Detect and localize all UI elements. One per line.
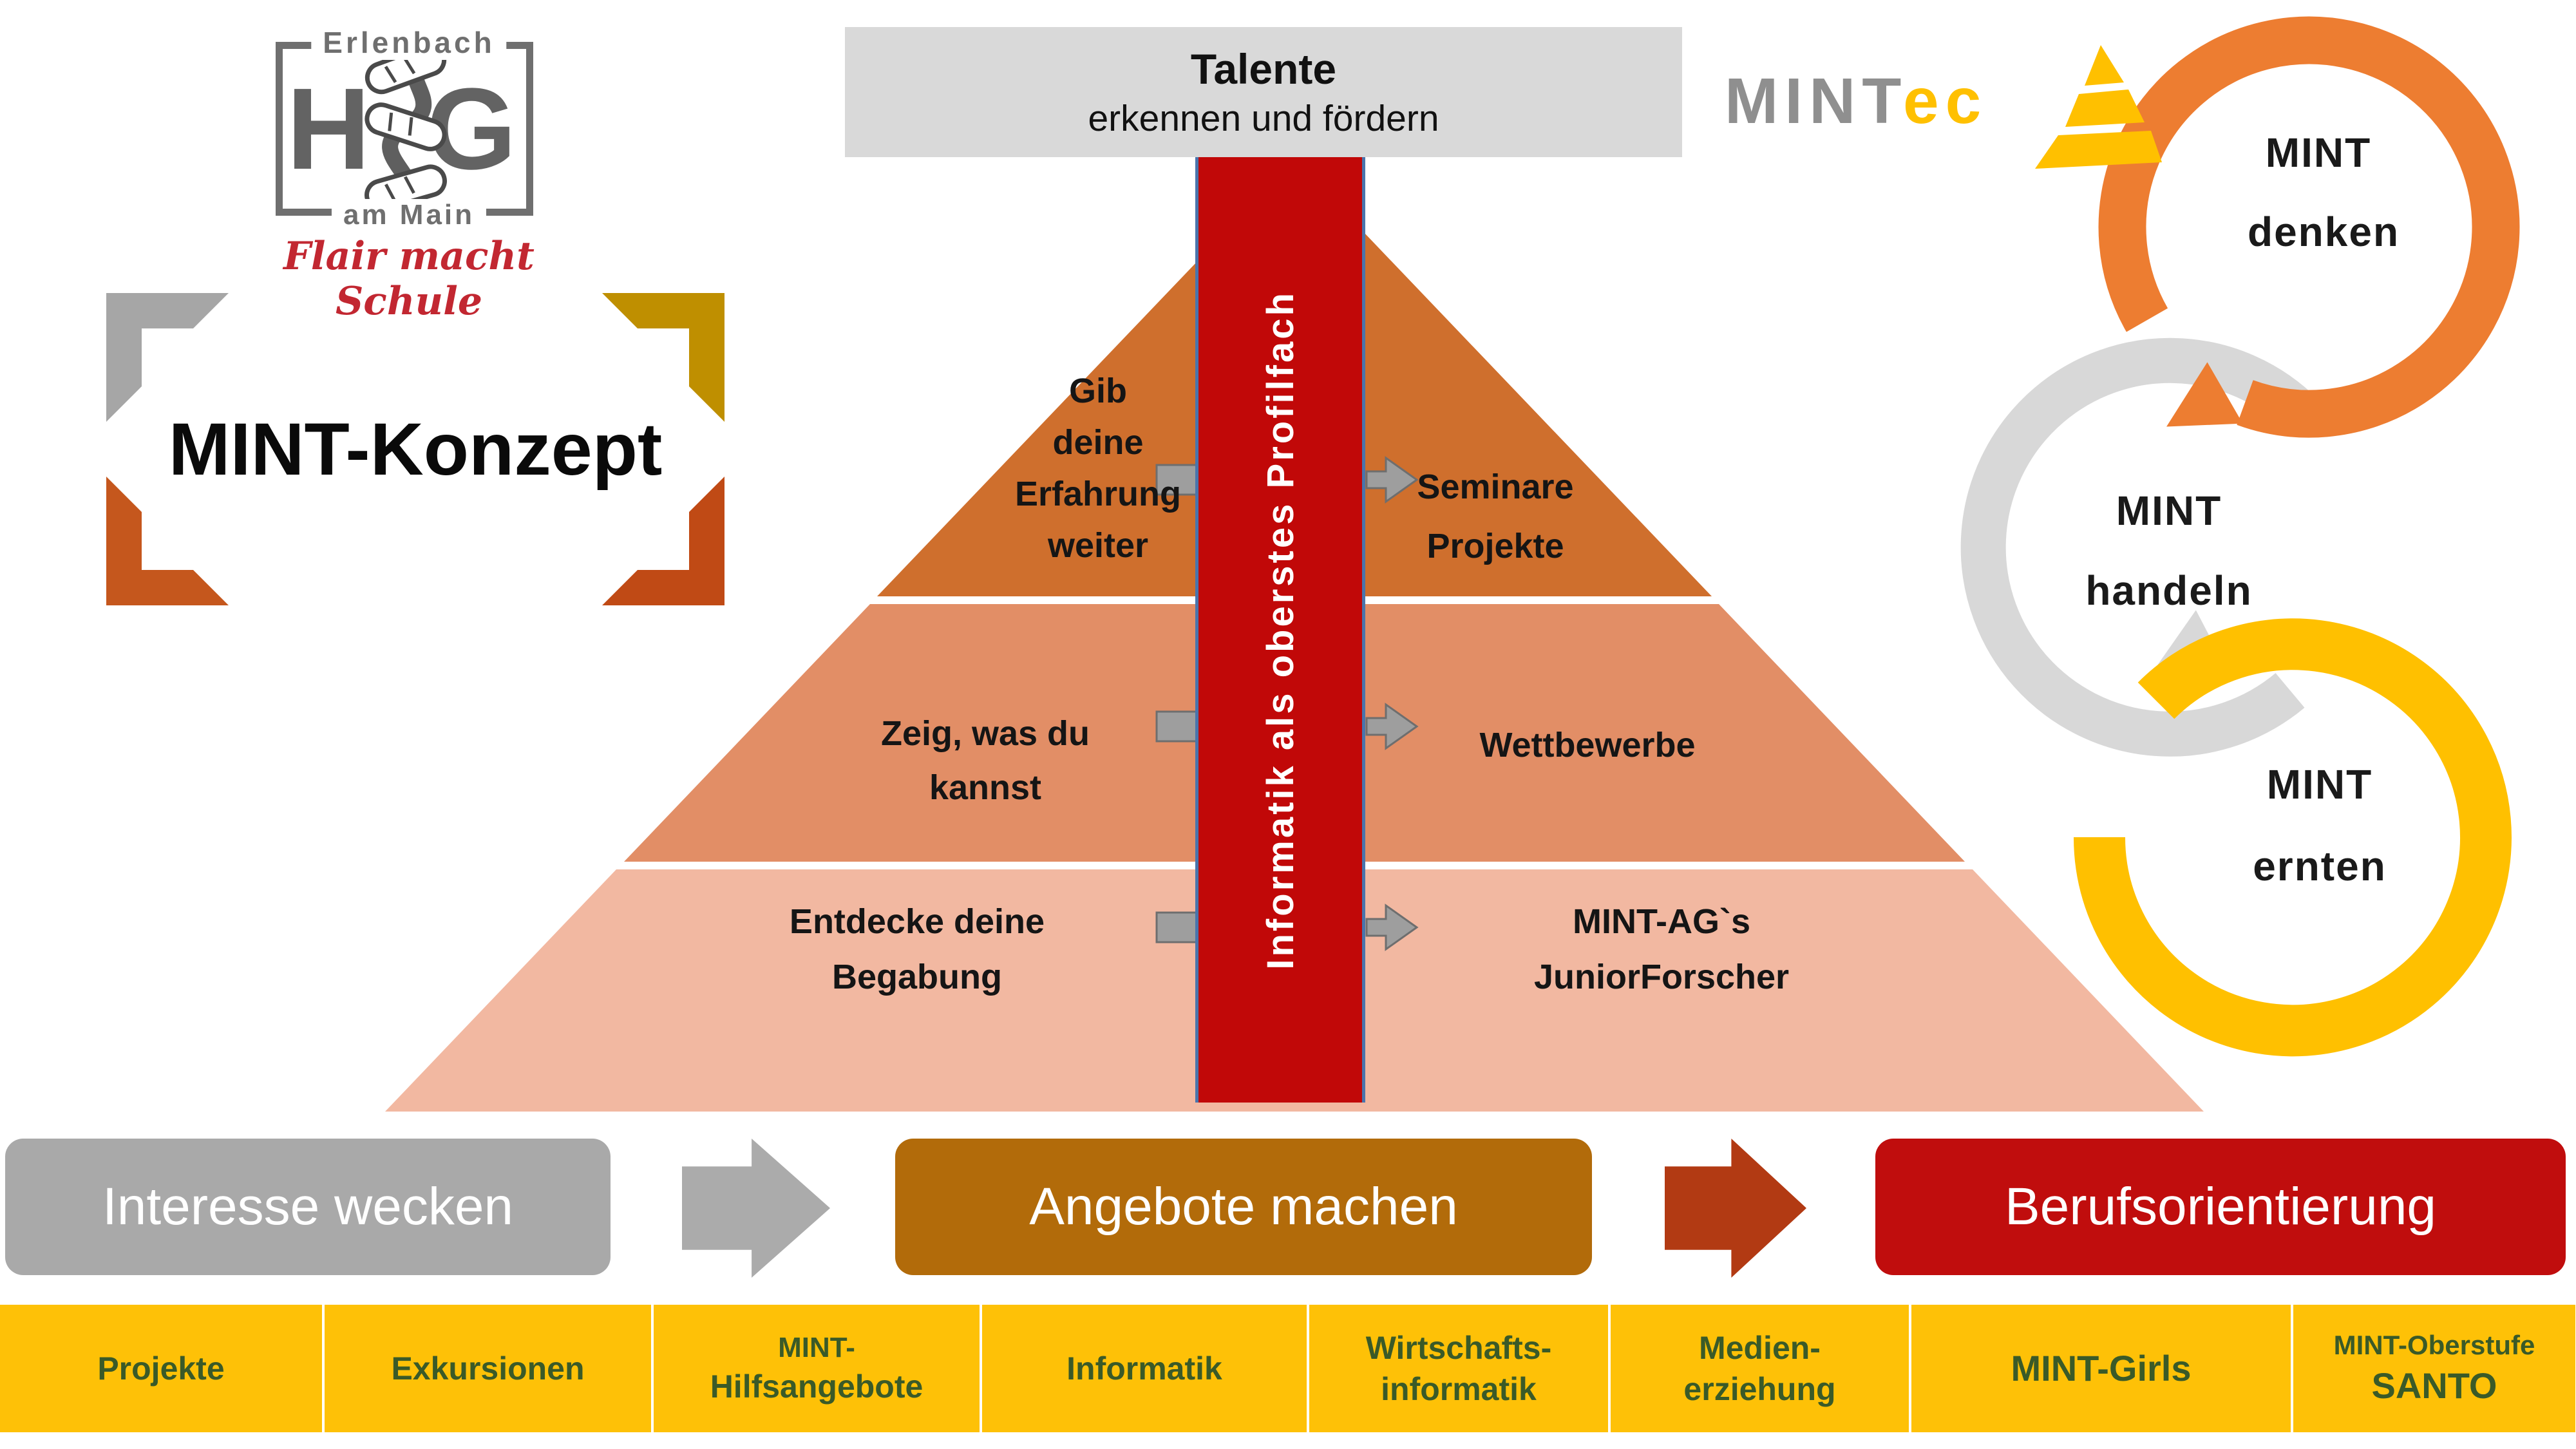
category-medienerziehung: Medien- erziehung xyxy=(1611,1305,1909,1432)
school-logo: H G Erlenbach am Main Flair macht Schule xyxy=(258,16,560,324)
cycle-denken-line2: denken xyxy=(2247,209,2400,255)
tier3-right-line: JuniorForscher xyxy=(1533,958,1790,996)
tier3-right-line: MINT-AG`s xyxy=(1573,902,1750,941)
process-step-interesse: Interesse wecken xyxy=(5,1139,611,1275)
tier3-left-label: Entdecke deine Begabung xyxy=(790,894,1045,1005)
category-label: Informatik xyxy=(1066,1350,1222,1387)
category-label: SANTO xyxy=(2371,1365,2497,1406)
tier2-left-line: Zeig, was du xyxy=(880,714,1090,753)
tier1-left-line: weiter xyxy=(1047,526,1149,565)
category-label: Hilfsangebote xyxy=(710,1368,923,1405)
banner-line1: Talente xyxy=(1190,45,1337,93)
mintec-logo-gray-part: MINT xyxy=(1725,65,1903,137)
tier2-right-line: Wettbewerbe xyxy=(1479,726,1696,764)
category-mint-girls: MINT-Girls xyxy=(1911,1305,2291,1432)
banner-line2: erkennen und fördern xyxy=(1088,98,1439,139)
connector-stub-icon xyxy=(1155,911,1198,943)
process-step-label: Angebote machen xyxy=(1029,1177,1458,1236)
category-label: Projekte xyxy=(97,1350,225,1387)
category-label: Medien- xyxy=(1699,1330,1821,1366)
category-projekte: Projekte xyxy=(0,1305,322,1432)
category-label: MINT-Oberstufe xyxy=(2333,1330,2535,1361)
tier2-right-label: Wettbewerbe xyxy=(1479,725,1695,765)
category-mint-oberstufe: MINT-Oberstufe SANTO xyxy=(2293,1305,2575,1432)
category-label: Wirtschafts- xyxy=(1365,1330,1552,1366)
school-logo-region-top: Erlenbach xyxy=(311,25,507,60)
concept-title-block: MINT-Konzept xyxy=(106,293,724,605)
cycle-handeln-line1: MINT xyxy=(2116,488,2222,534)
category-informatik: Informatik xyxy=(982,1305,1307,1432)
cycle-handeln-line2: handeln xyxy=(2085,567,2253,614)
school-logo-letter-h: H xyxy=(287,64,370,194)
connector-stub-icon xyxy=(1155,710,1198,743)
right-arrow-icon xyxy=(1365,904,1419,951)
right-arrow-icon xyxy=(1365,456,1419,504)
informatik-column: Informatik als oberstes Profilfach xyxy=(1195,157,1365,1103)
category-label: informatik xyxy=(1381,1371,1537,1407)
bracket-bottom-right-icon xyxy=(567,477,724,605)
ring-denken-arrowhead-icon xyxy=(2166,362,2243,427)
tier2-left-line: kannst xyxy=(929,768,1042,807)
dna-helix-icon xyxy=(365,37,448,223)
category-label: MINT- xyxy=(778,1331,855,1363)
tier1-right-label: Seminare Projekte xyxy=(1417,457,1573,576)
cycle-denken-line1: MINT xyxy=(2265,129,2372,176)
school-logo-region-bottom: am Main xyxy=(331,199,487,231)
talente-banner: Talente erkennen und fördern xyxy=(845,27,1682,157)
process-step-label: Interesse wecken xyxy=(102,1177,514,1236)
tier1-left-line: deine xyxy=(1052,423,1144,462)
bracket-top-right-icon xyxy=(567,293,724,422)
category-label: MINT-Girls xyxy=(2011,1348,2192,1389)
cycle-ernten-line2: ernten xyxy=(2253,843,2387,889)
tier3-left-line: Begabung xyxy=(831,958,1002,996)
category-mint-hilfsangebote: MINT- Hilfsangebote xyxy=(654,1305,980,1432)
page-title: MINT-Konzept xyxy=(168,408,663,491)
ring-ernten xyxy=(2074,618,2512,1057)
bracket-bottom-left-icon xyxy=(106,477,264,605)
connector-stub-icon xyxy=(1155,464,1198,496)
tier1-right-line: Projekte xyxy=(1426,527,1564,565)
school-logo-slogan: Flair macht Schule xyxy=(283,234,535,324)
process-step-label: Berufsorientierung xyxy=(2004,1177,2437,1236)
bracket-top-left-icon xyxy=(106,293,229,422)
tier1-left-line: Gib xyxy=(1068,372,1127,410)
mintec-pyramid-icon xyxy=(2035,45,2162,169)
cycle-ernten-line1: MINT xyxy=(2266,761,2373,808)
category-wirtschaftsinformatik: Wirtschafts- informatik xyxy=(1309,1305,1608,1432)
tier1-right-line: Seminare xyxy=(1417,468,1574,506)
tier3-right-label: MINT-AG`s JuniorForscher xyxy=(1534,894,1789,1005)
mintec-logo-yellow-part: ec xyxy=(1902,65,1988,137)
tier3-left-line: Entdecke deine xyxy=(789,902,1045,941)
category-row: Projekte Exkursionen MINT- Hilfsangebote… xyxy=(0,1305,2576,1432)
informatik-column-label: Informatik als oberstes Profilfach xyxy=(1259,290,1302,970)
category-exkursionen: Exkursionen xyxy=(325,1305,651,1432)
tier1-left-line: Erfahrung xyxy=(1014,475,1182,513)
process-step-angebote: Angebote machen xyxy=(895,1139,1592,1275)
mintec-logo: MINTec xyxy=(1725,64,1987,138)
right-arrow-icon xyxy=(1365,703,1419,750)
category-label: erziehung xyxy=(1683,1371,1836,1407)
tier2-left-label: Zeig, was du kannst xyxy=(881,706,1090,815)
ring-handeln xyxy=(1960,337,2318,757)
process-step-berufsorientierung: Berufsorientierung xyxy=(1875,1139,2566,1275)
category-label: Exkursionen xyxy=(391,1350,585,1387)
tier1-left-label: Gib deine Erfahrung weiter xyxy=(1015,365,1181,571)
